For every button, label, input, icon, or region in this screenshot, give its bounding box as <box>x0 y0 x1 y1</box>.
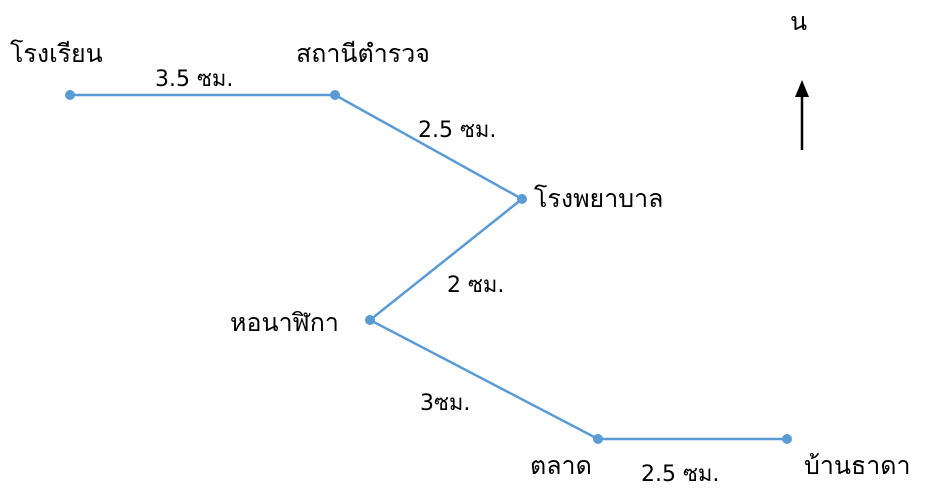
node-market <box>593 434 603 444</box>
segment-clocktower-market <box>369 318 599 441</box>
distance-labels: 3.5 ซม. 2.5 ซม. 2 ซม. 3ซม. 2.5 ซม. <box>155 67 719 487</box>
label-hospital: โรงพยาบาล <box>534 184 663 213</box>
distance-market-home: 2.5 ซม. <box>641 462 719 487</box>
north-arrow-icon <box>795 80 809 150</box>
north-label: น <box>790 7 807 36</box>
north-compass: น <box>790 7 809 150</box>
node-police <box>330 90 340 100</box>
node-school <box>65 90 75 100</box>
node-tada-home <box>782 434 792 444</box>
segment-police-hospital <box>334 93 523 201</box>
label-police: สถานีตำรวจ <box>296 39 430 68</box>
route-segments <box>70 93 787 441</box>
distance-school-police: 3.5 ซม. <box>155 67 233 92</box>
place-labels: โรงเรียน สถานีตำรวจ โรงพยาบาล หอนาฬิกา ต… <box>10 39 911 480</box>
segment-hospital-clocktower <box>369 198 523 321</box>
label-tada-home: บ้านธาดา <box>804 451 911 480</box>
label-clocktower: หอนาฬิกา <box>230 308 339 337</box>
label-school: โรงเรียน <box>10 39 103 68</box>
distance-clocktower-market: 3ซม. <box>420 391 470 416</box>
distance-hospital-clocktower: 2 ซม. <box>447 273 504 298</box>
node-clocktower <box>365 315 375 325</box>
route-nodes <box>65 90 792 444</box>
label-market: ตลาด <box>530 451 592 480</box>
distance-police-hospital: 2.5 ซม. <box>418 118 496 143</box>
node-hospital <box>517 194 527 204</box>
